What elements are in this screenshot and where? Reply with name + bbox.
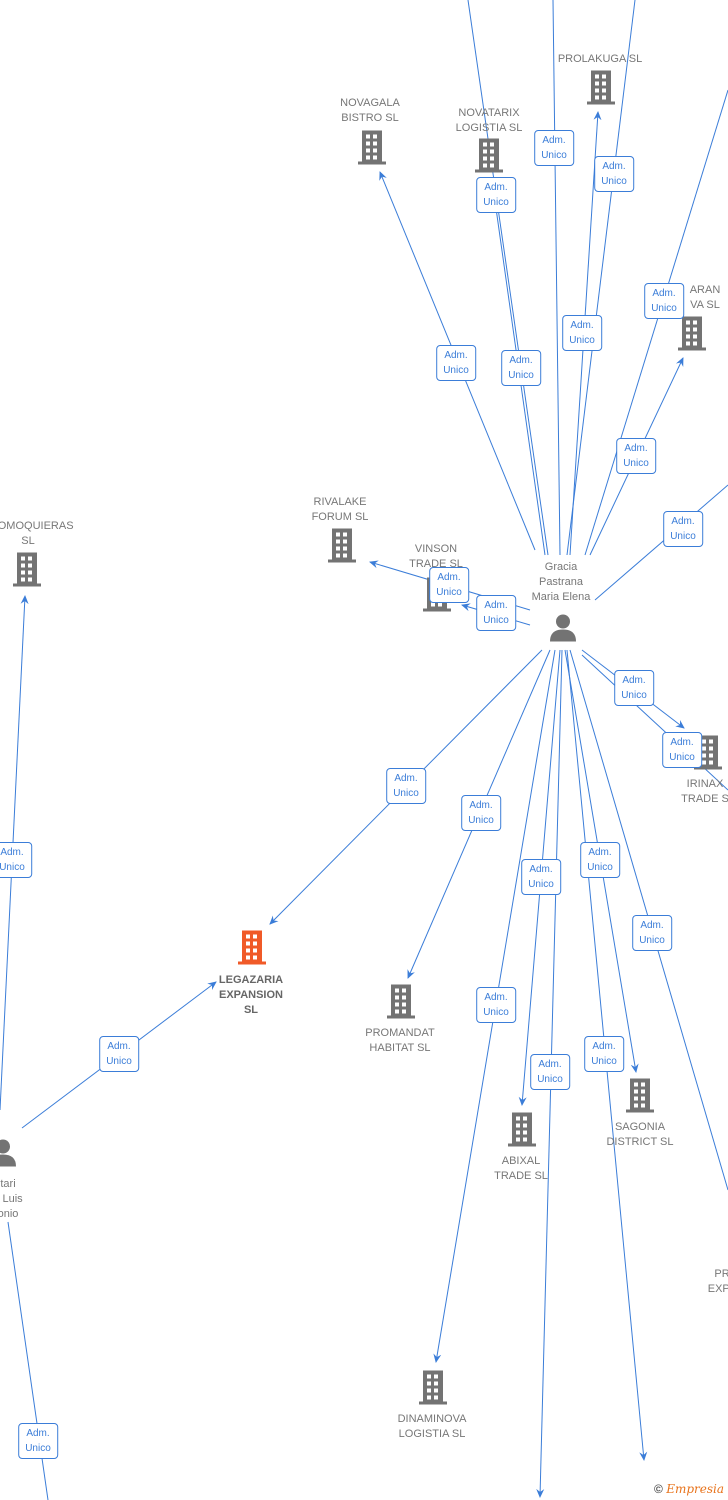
label-line: BISTRO SL [341,112,399,124]
person-label-left[interactable]: tari a Luis onio [0,1177,23,1222]
relation-label-adm-unico[interactable]: Adm.Unico [580,842,620,878]
relation-edge [584,89,728,556]
relation-label-adm-unico[interactable]: Adm.Unico [0,842,32,878]
label-line: DINAMINOVA [397,1413,467,1425]
label-line: RIVALAKE [313,496,367,508]
company-label-novagala[interactable]: NOVAGALA BISTRO SL [340,96,400,126]
relation-label-adm-unico[interactable]: Adm.Unico [436,345,476,381]
building-icon[interactable] [418,1370,448,1410]
label-line: NOVATARIX [458,107,520,119]
person-icon[interactable] [549,614,577,647]
label-line: SAGONIA [614,1121,666,1133]
label-line: TRADE SL [494,1170,548,1182]
label-line: Gracia [544,561,578,573]
company-label-legazaria[interactable]: LEGAZARIA EXPANSION SL [219,973,283,1018]
relation-label-adm-unico[interactable]: Adm.Unico [594,156,634,192]
company-label-rivalake[interactable]: RIVALAKE FORUM SL [312,495,369,525]
building-icon[interactable] [693,735,723,775]
label-line: TRADE S [681,793,728,805]
relation-label-adm-unico[interactable]: Adm.Unico [562,315,602,351]
relation-label-adm-unico[interactable]: Adm.Unico [476,595,516,631]
relation-label-adm-unico[interactable]: Adm.Unico [429,567,469,603]
building-icon[interactable] [625,1078,655,1118]
label-line: DISTRICT SL [606,1136,674,1148]
label-line: EXPANSION [219,989,283,1001]
relation-label-adm-unico[interactable]: Adm.Unico [644,283,684,319]
label-line: VINSON [414,543,458,555]
relation-edge [566,0,636,556]
label-line: IRINAX [686,778,724,790]
building-icon[interactable] [677,316,707,356]
company-label-abixal[interactable]: ABIXAL TRADE SL [494,1154,548,1184]
relation-edge [594,484,728,601]
label-line: ARAN [689,284,721,296]
relation-label-adm-unico[interactable]: Adm.Unico [386,768,426,804]
building-icon[interactable] [357,130,387,170]
label-line: FORUM SL [311,511,369,523]
building-icon[interactable] [586,70,616,110]
relation-label-adm-unico[interactable]: Adm.Unico [663,511,703,547]
label-line: PR [714,1268,728,1280]
building-icon[interactable] [237,930,267,970]
label-line: tari [0,1178,16,1190]
label-line: PROMANDAT [365,1027,435,1039]
building-icon[interactable] [386,984,416,1024]
relation-label-adm-unico[interactable]: Adm.Unico [461,795,501,831]
label-line: a Luis [0,1193,23,1205]
company-label-irinax[interactable]: IRINAX TRADE S [681,777,728,807]
company-label-ecomoquieras[interactable]: ECOMOQUIERAS SL [0,519,74,549]
relation-label-adm-unico[interactable]: Adm.Unico [99,1036,139,1072]
relation-edge [467,0,549,556]
label-line: LOGISTIA SL [398,1428,466,1440]
building-icon[interactable] [327,528,357,568]
company-label-dinaminova[interactable]: DINAMINOVA LOGISTIA SL [398,1412,467,1442]
relation-label-adm-unico[interactable]: Adm.Unico [616,438,656,474]
relation-label-adm-unico[interactable]: Adm.Unico [584,1036,624,1072]
company-label-sagonia[interactable]: SAGONIA DISTRICT SL [606,1120,673,1150]
relation-label-adm-unico[interactable]: Adm.Unico [501,350,541,386]
label-line: Pastrana [538,576,584,588]
relation-label-adm-unico[interactable]: Adm.Unico [521,859,561,895]
building-icon[interactable] [12,552,42,592]
relation-label-adm-unico[interactable]: Adm.Unico [534,130,574,166]
label-line: ECOMOQUIERAS [0,520,74,532]
relation-label-adm-unico[interactable]: Adm.Unico [632,915,672,951]
label-line: Maria Elena [531,591,591,603]
label-line: SL [243,1004,259,1016]
label-line: PROLAKUGA SL [557,53,643,65]
company-label-novatarix[interactable]: NOVATARIX LOGISTIA SL [456,106,523,136]
label-line: VA SL [690,299,720,311]
relation-label-adm-unico[interactable]: Adm.Unico [476,177,516,213]
relation-label-adm-unico[interactable]: Adm.Unico [476,987,516,1023]
person-icon[interactable] [0,1139,17,1172]
relation-edge [552,0,561,556]
label-line: ABIXAL [501,1155,541,1167]
label-line: LOGISTIA SL [455,122,523,134]
label-line: SL [21,535,35,547]
relation-label-adm-unico[interactable]: Adm.Unico [18,1423,58,1459]
relation-label-adm-unico[interactable]: Adm.Unico [614,670,654,706]
company-label-prolakuga[interactable]: PROLAKUGA SL [558,52,642,67]
label-line: EXPA [707,1283,728,1295]
company-label-pr[interactable]: PR EXPA [708,1267,728,1297]
label-line: LEGAZARIA [218,974,284,986]
building-icon[interactable] [474,138,504,178]
label-line: NOVAGALA [340,97,400,109]
company-label-promandat[interactable]: PROMANDAT HABITAT SL [365,1026,434,1056]
empresia-logo: © Empresia [654,1482,724,1496]
relation-label-adm-unico[interactable]: Adm.Unico [662,732,702,768]
label-line: onio [0,1208,19,1220]
relation-label-adm-unico[interactable]: Adm.Unico [530,1054,570,1090]
label-line: HABITAT SL [369,1042,431,1054]
building-icon[interactable] [507,1112,537,1152]
company-label-aran[interactable]: ARAN VA SL [690,283,721,313]
